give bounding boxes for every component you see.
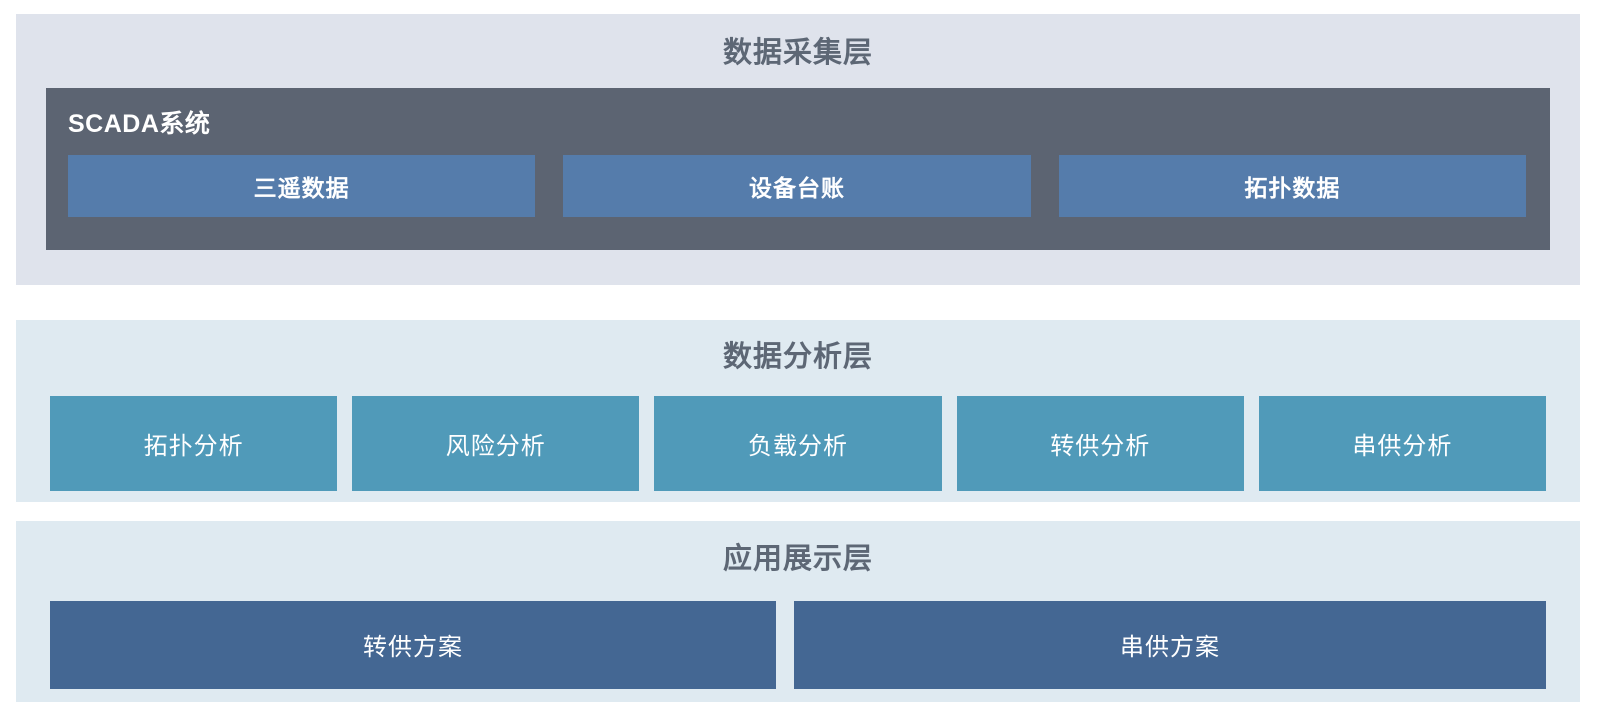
layer-title-data-analysis: 数据分析层 xyxy=(722,341,873,373)
scada-box-telemetry[interactable]: 三遥数据 xyxy=(68,154,536,217)
application-box-row: 转供方案 串供方案 xyxy=(50,600,1546,689)
analysis-box-transfer-supply[interactable]: 转供分析 xyxy=(956,395,1244,491)
layer-title-application-display: 应用展示层 xyxy=(722,543,873,575)
scada-box-row: 三遥数据 设备台账 拓扑数据 xyxy=(68,154,1526,217)
analysis-box-series-supply[interactable]: 串供分析 xyxy=(1258,395,1547,491)
layer-title-data-collection: 数据采集层 xyxy=(722,37,873,69)
scada-box-equipment-ledger[interactable]: 设备台账 xyxy=(563,154,1031,217)
analysis-box-row: 拓扑分析 风险分析 负载分析 转供分析 串供分析 xyxy=(50,395,1547,491)
analysis-box-risk[interactable]: 风险分析 xyxy=(352,395,640,491)
layer-data-analysis: 数据分析层 拓扑分析 风险分析 负载分析 转供分析 串供分析 xyxy=(16,320,1580,502)
scada-box-topology-data[interactable]: 拓扑数据 xyxy=(1058,154,1526,217)
layer-application-display: 应用展示层 转供方案 串供方案 xyxy=(16,521,1580,702)
layer-data-collection: 数据采集层 SCADA系统 三遥数据 设备台账 拓扑数据 xyxy=(16,14,1580,285)
analysis-box-topology[interactable]: 拓扑分析 xyxy=(50,395,338,491)
scada-panel-title: SCADA系统 xyxy=(68,109,211,138)
analysis-box-load[interactable]: 负载分析 xyxy=(654,395,942,491)
application-box-series-plan[interactable]: 串供方案 xyxy=(793,600,1546,689)
scada-panel: SCADA系统 三遥数据 设备台账 拓扑数据 xyxy=(46,87,1550,250)
application-box-transfer-plan[interactable]: 转供方案 xyxy=(50,600,776,689)
